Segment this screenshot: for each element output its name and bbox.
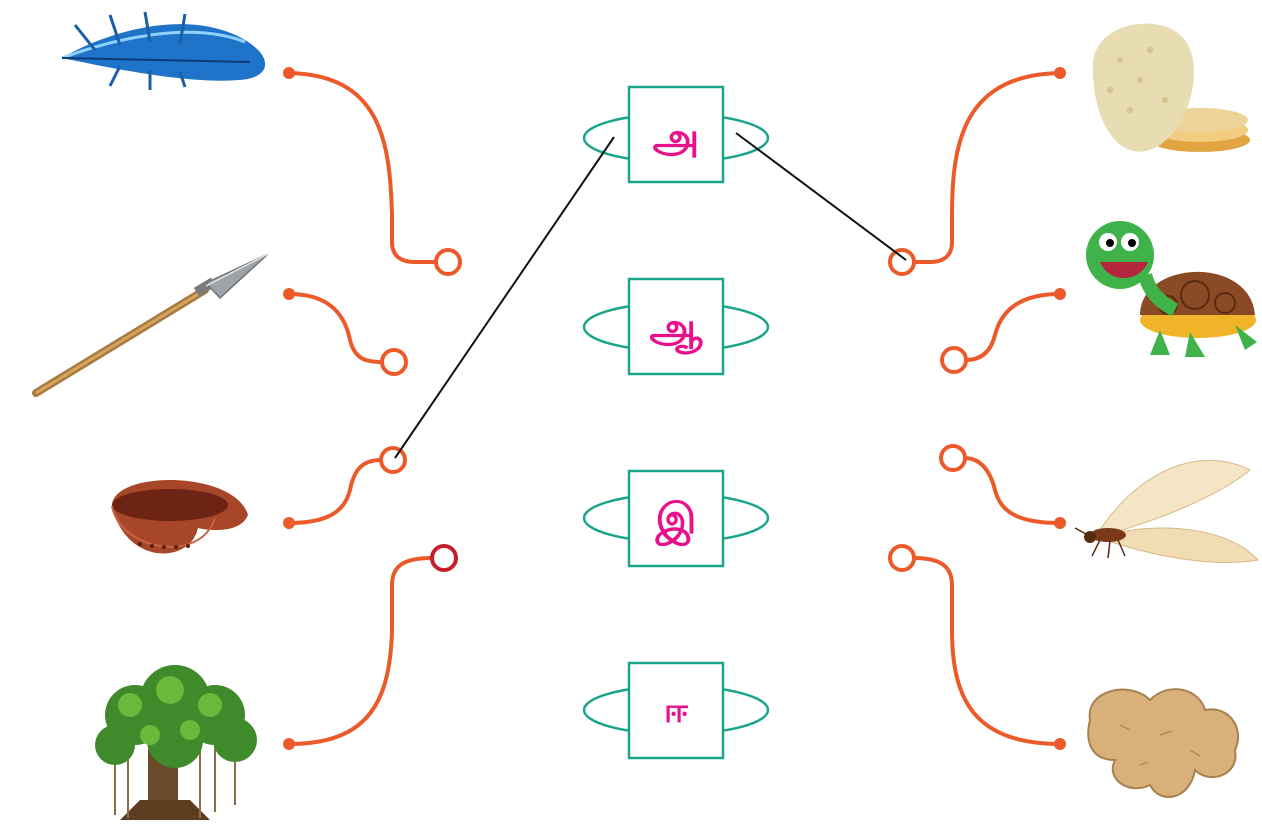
ginger-endpoint[interactable] — [888, 544, 916, 572]
spear-endpoint[interactable] — [380, 348, 408, 376]
letter-aa: ஆ — [649, 303, 703, 355]
connector-turtle — [964, 292, 1062, 362]
connector-lamp-dot — [283, 517, 295, 529]
connector-fly — [962, 456, 1062, 525]
connector-feather-dot — [283, 67, 295, 79]
letter-card-ii[interactable]: ஈ — [582, 661, 770, 760]
connector-papad-dot — [1054, 67, 1066, 79]
connector-spear-dot — [283, 288, 295, 300]
letter-ii: ஈ — [664, 691, 689, 731]
spear-icon[interactable] — [32, 253, 269, 397]
connector-feather — [287, 71, 437, 264]
answer-line-turtle-to-a — [735, 132, 907, 261]
feather-endpoint[interactable] — [434, 248, 462, 276]
connector-ginger-dot — [1054, 738, 1066, 750]
letter-card-i[interactable]: இ — [582, 469, 770, 568]
feather-icon[interactable] — [61, 11, 266, 90]
fly-endpoint[interactable] — [939, 444, 967, 472]
banyan-tree-icon[interactable] — [95, 665, 257, 820]
connector-papad — [910, 71, 1062, 264]
papad-icon[interactable] — [1092, 23, 1250, 152]
winged-insect-icon[interactable] — [1074, 459, 1260, 563]
tree-endpoint[interactable] — [430, 544, 458, 572]
lamp-endpoint[interactable] — [379, 446, 407, 474]
answer-line-lamp-to-a — [394, 136, 615, 459]
ginger-icon[interactable] — [1087, 688, 1240, 798]
connector-ginger — [912, 556, 1062, 746]
connector-spear — [287, 292, 384, 364]
turtle-endpoint[interactable] — [940, 346, 968, 374]
connector-tree-dot — [283, 738, 295, 750]
connector-turtle-dot — [1054, 288, 1066, 300]
clay-lamp-icon[interactable] — [111, 480, 248, 554]
connector-fly-dot — [1054, 517, 1066, 529]
letter-a: அ — [653, 113, 700, 162]
turtle-icon[interactable] — [1086, 221, 1257, 357]
letter-i: இ — [655, 494, 697, 546]
papad-endpoint[interactable] — [888, 248, 916, 276]
letter-card-a[interactable]: அ — [582, 85, 770, 184]
connector-tree — [287, 556, 434, 746]
connector-lamp — [287, 458, 383, 525]
letter-card-aa[interactable]: ஆ — [582, 277, 770, 376]
